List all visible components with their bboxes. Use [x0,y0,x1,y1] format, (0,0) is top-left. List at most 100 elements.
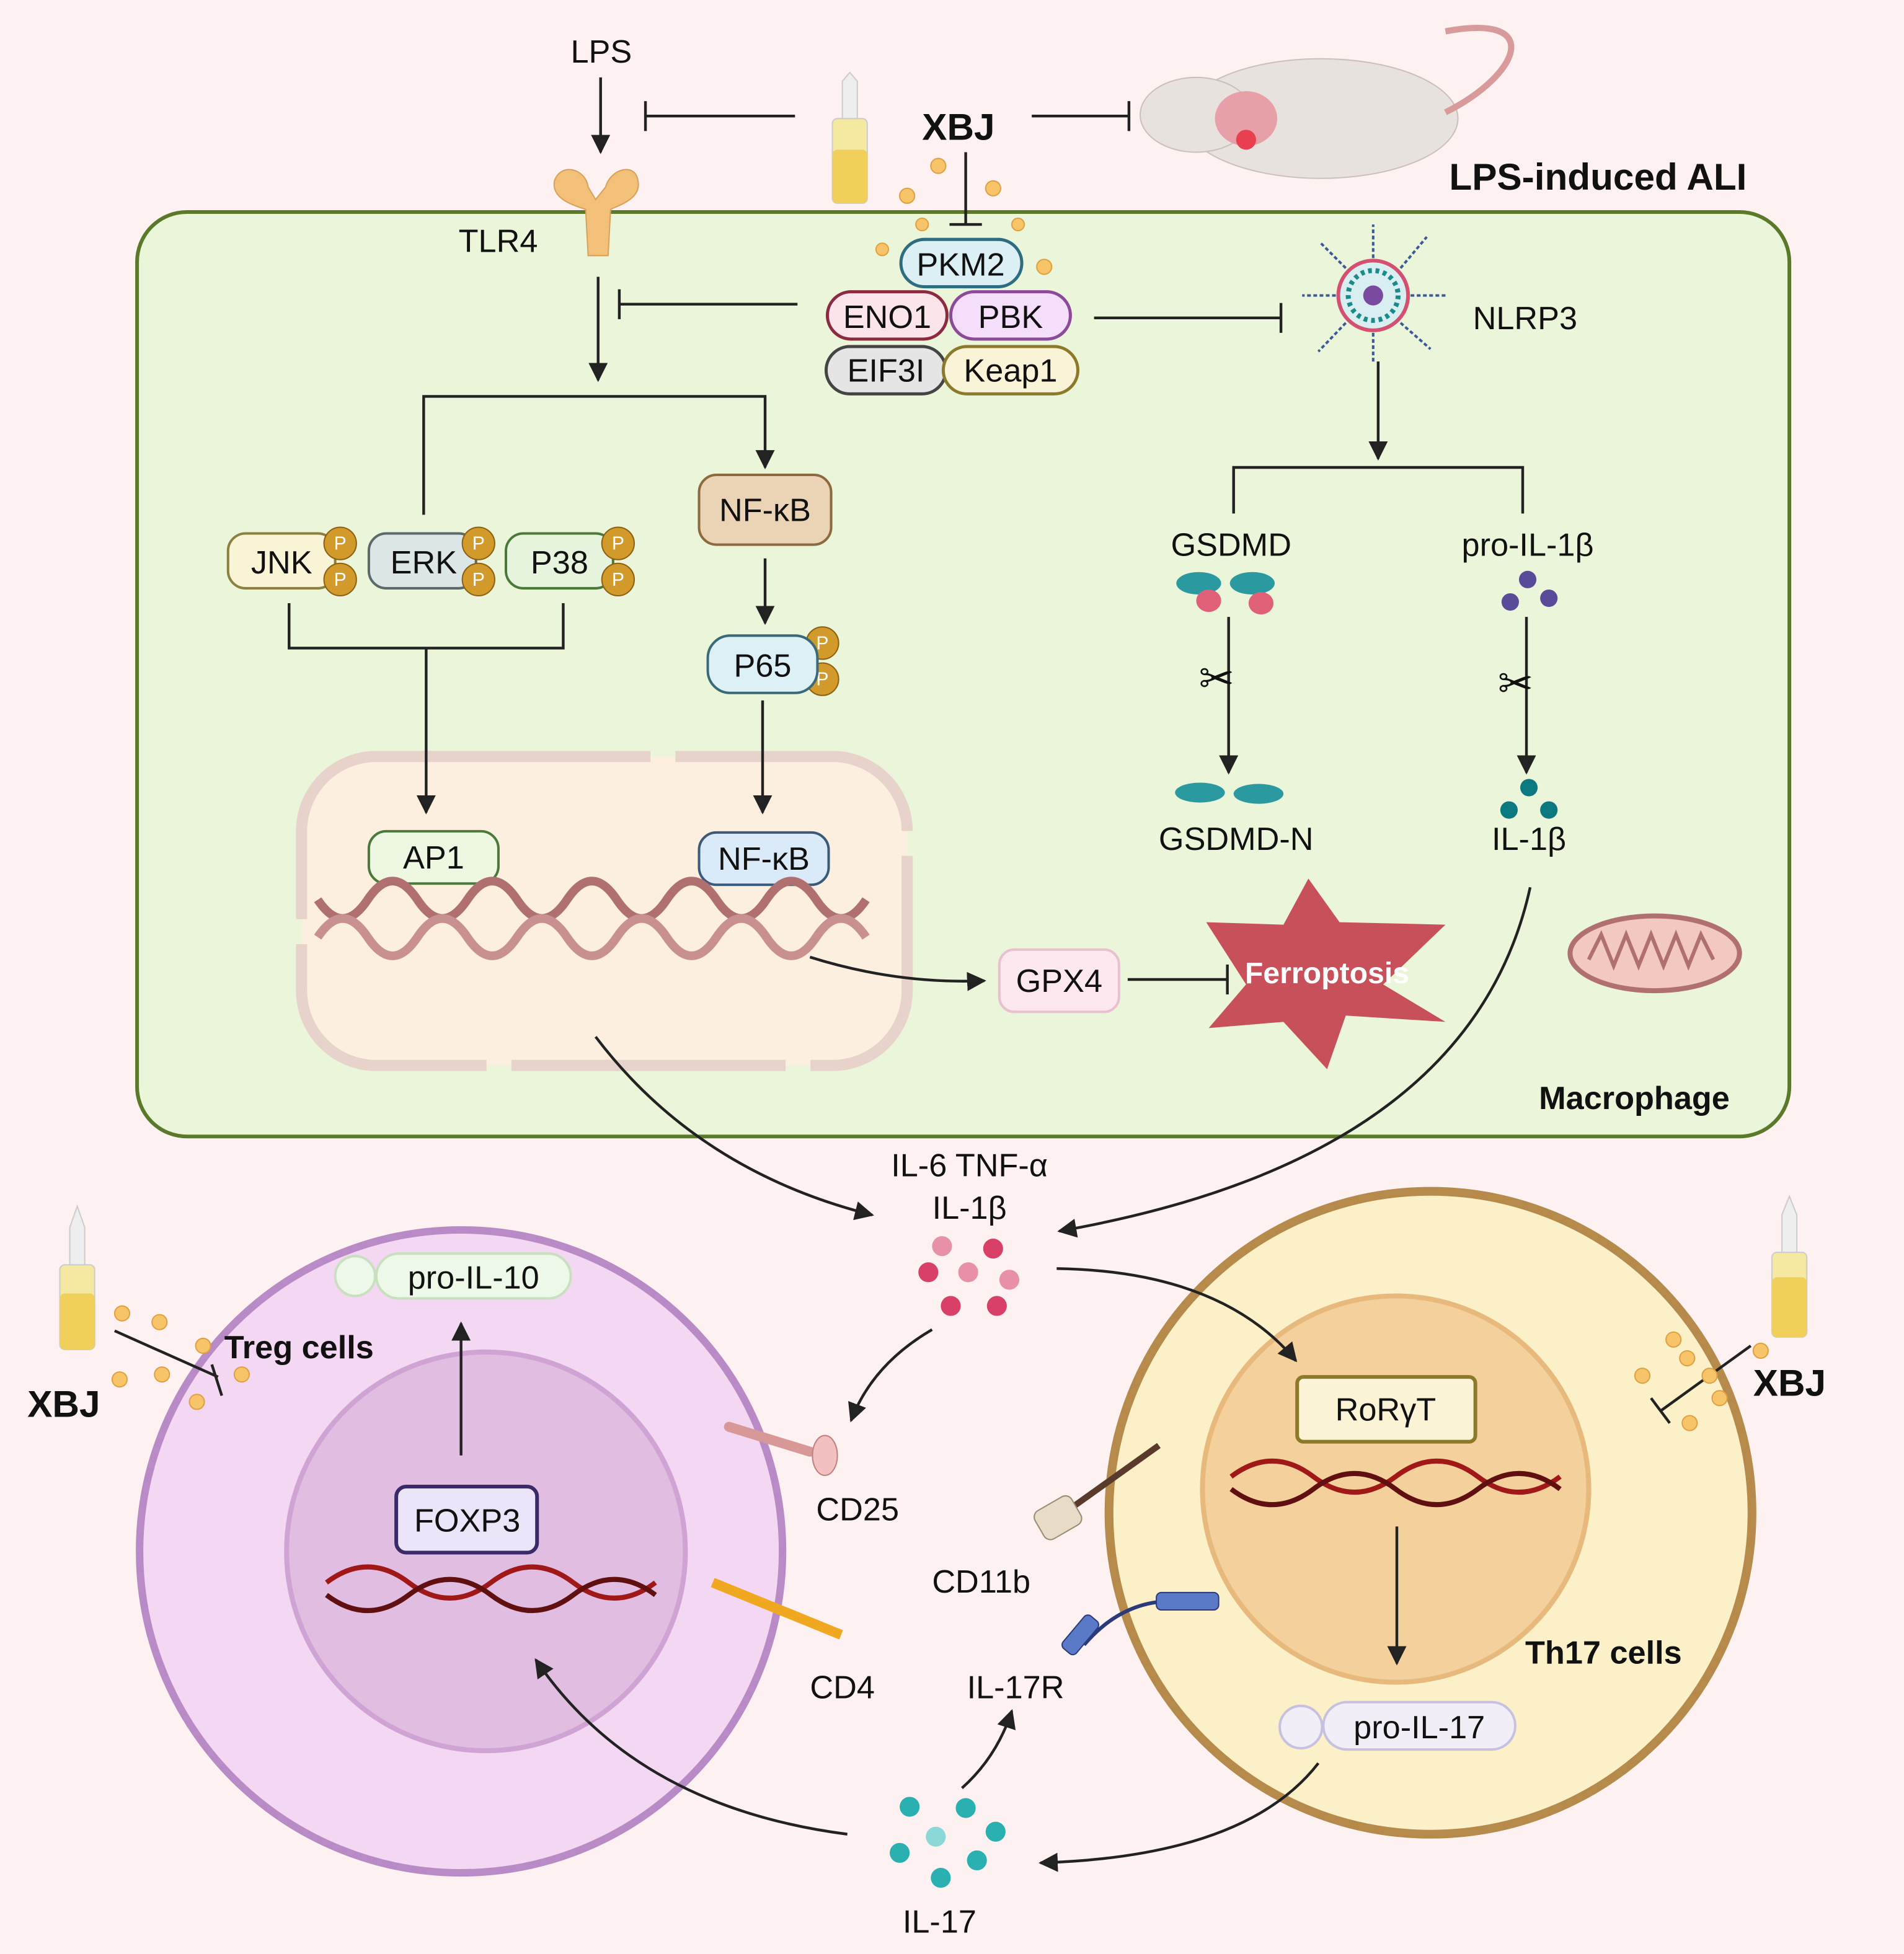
erk-protein: ERK [367,532,477,590]
scissors-icon: ✂ [1198,655,1234,702]
xbj-label-top: XBJ [922,105,994,148]
svg-text:PKM2: PKM2 [916,247,1004,283]
il17-particles [890,1797,1006,1888]
cytokines-line1: IL-6 TNF-α [891,1148,1048,1184]
target-keap1: Keap1 [941,345,1080,396]
svg-text:P: P [612,534,624,554]
svg-text:P: P [334,534,347,554]
svg-text:RoRγT: RoRγT [1335,1392,1437,1428]
svg-text:GPX4: GPX4 [1016,963,1102,999]
svg-text:PBK: PBK [978,299,1043,335]
il17r-label: IL-17R [967,1670,1065,1706]
svg-text:Keap1: Keap1 [963,353,1057,389]
nlrp3-label: NLRP3 [1473,301,1577,337]
il17-label: IL-17 [903,1904,976,1940]
cd11b-label: CD11b [932,1564,1030,1600]
dna-icon [314,877,870,960]
inhibit-targets [949,152,982,226]
svg-text:P: P [472,534,485,554]
p38-protein: P38 [504,532,614,590]
cd4-label: CD4 [810,1670,875,1706]
p65-protein: P65 [706,634,819,694]
target-eif3i: EIF3I [824,345,947,396]
il1b-icon [1500,779,1558,819]
svg-text:P: P [612,570,624,590]
mitochondrion-icon [1567,913,1742,994]
svg-text:NF-κB: NF-κB [718,841,810,877]
svg-text:P: P [816,670,828,690]
svg-text:ENO1: ENO1 [843,299,931,335]
gsdmd-n-label: GSDMD-N [1159,821,1314,857]
svg-text:Ferroptosis: Ferroptosis [1245,957,1409,990]
ali-model-label: LPS-induced ALI [1449,156,1747,198]
svg-text:P: P [472,570,485,590]
cd4-receptor-icon [711,1578,843,1640]
svg-text:P38: P38 [531,545,588,581]
mouse-icon [1139,25,1515,179]
macrophage-label: Macrophage [1539,1081,1730,1116]
vial-icon-left [59,1204,95,1350]
cd25-receptor-icon [724,1421,838,1476]
svg-text:pro-IL-10: pro-IL-10 [408,1260,539,1296]
ferroptosis-burst: Ferroptosis [1206,878,1446,1069]
jnk-protein: JNK [226,532,337,590]
xbj-particles-right [1634,1331,1769,1431]
pro-il10: pro-IL-10 [334,1252,572,1300]
pro-il17: pro-IL-17 [1278,1700,1517,1751]
tlr4-label: TLR4 [459,223,538,259]
svg-text:FOXP3: FOXP3 [414,1503,520,1539]
cd11b-receptor-icon [1034,1443,1161,1541]
xbj-label-right: XBJ [1753,1361,1826,1404]
foxp3-tf: FOXP3 [394,1485,539,1555]
treg-dna-icon [325,1564,657,1613]
activate-treg [114,1329,223,1396]
svg-text:P: P [816,633,828,653]
svg-text:pro-IL-17: pro-IL-17 [1353,1710,1485,1746]
gsdmd-label: GSDMD [1171,528,1291,564]
tlr4-receptor-icon [553,169,639,257]
xbj-particles [875,157,1053,275]
vial-icon-right [1771,1195,1808,1338]
ap1-tf: AP1 [367,829,500,885]
vial-icon [831,71,868,204]
inhibit-ali [1032,101,1131,131]
rorgt-tf: RoRγT [1295,1375,1477,1444]
xbj-label-left: XBJ [27,1382,100,1425]
svg-text:P: P [334,570,347,590]
il17r-receptor-icon [1061,1591,1220,1656]
nfkb-nuclear: NF-κB [697,831,830,886]
pro-il1b-icon [1501,570,1558,611]
lps-label: LPS [570,34,632,70]
nfkb-cytoplasm: NF-κB [697,474,833,546]
svg-text:JNK: JNK [251,545,312,581]
th17-label: Th17 cells [1525,1635,1682,1671]
xbj-particles-left [111,1305,250,1410]
target-pbk: PBK [949,290,1072,341]
nucleus [296,751,913,1071]
pro-il1b-label: pro-IL-1β [1462,528,1594,564]
svg-text:ERK: ERK [391,545,458,581]
th17-dna-icon [1229,1458,1562,1508]
il1b-label: IL-1β [1492,821,1566,857]
cytokine-particles [918,1236,1020,1316]
gsdmd-n-icon [1175,782,1284,804]
target-pkm2: PKM2 [899,237,1024,289]
inhibit-lps [644,101,795,131]
inhibit-ferroptosis [1127,964,1229,995]
inhibit-nlrp3 [1094,303,1283,333]
nlrp3-inflammasome-icon [1302,224,1446,365]
gpx4-protein: GPX4 [998,948,1120,1014]
svg-text:P65: P65 [734,648,792,684]
svg-text:EIF3I: EIF3I [848,353,925,389]
svg-text:AP1: AP1 [403,840,464,876]
inhibit-tlr4-pathway [618,289,798,319]
cytokines-line2: IL-1β [932,1190,1007,1226]
gsdmd-protein-icon [1176,572,1275,615]
treg-label: Treg cells [224,1330,374,1366]
scissors-icon: ✂ [1498,660,1533,707]
svg-text:NF-κB: NF-κB [719,492,811,528]
phospho-labels: PP PP PP PP [334,534,829,690]
cd25-label: CD25 [816,1492,899,1527]
